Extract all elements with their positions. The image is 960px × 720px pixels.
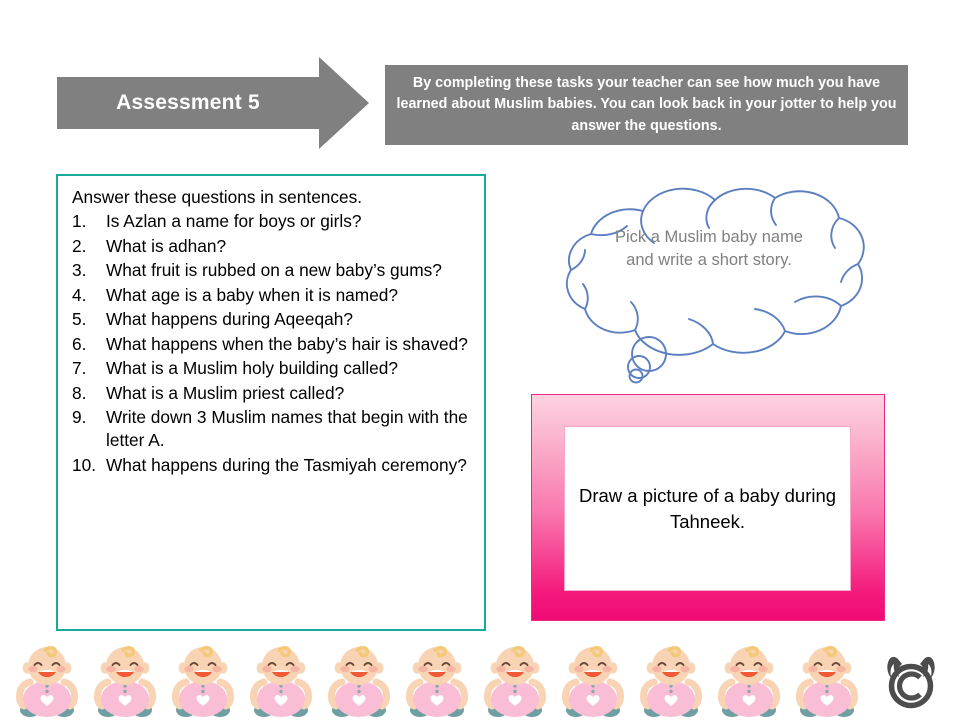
question-number: 10. bbox=[72, 454, 97, 475]
baby-figure-icon bbox=[796, 646, 858, 717]
baby-icon bbox=[790, 644, 864, 720]
questions-intro: Answer these questions in sentences. bbox=[72, 187, 363, 207]
question-item: 1. Is Azlan a name for boys or girls? bbox=[70, 210, 472, 233]
copyright-symbol-icon bbox=[887, 656, 935, 709]
questions-list: 1. Is Azlan a name for boys or girls? 2. Wh… bbox=[70, 210, 472, 477]
question-number: 2. bbox=[72, 235, 87, 256]
question-text: What is adhan? bbox=[106, 235, 227, 256]
baby-border-decoration bbox=[0, 644, 960, 720]
question-text: What fruit is rubbed on a new baby’s gum… bbox=[106, 260, 442, 280]
question-number: 8. bbox=[72, 382, 87, 403]
question-number: 4. bbox=[72, 284, 87, 305]
question-text: What happens when the baby’s hair is sha… bbox=[106, 333, 468, 354]
question-item: 3. What fruit is rubbed on a new baby’s g… bbox=[70, 259, 472, 282]
arrow-shape-icon bbox=[57, 57, 369, 149]
baby-figure-icon bbox=[406, 646, 468, 717]
question-item: 8. What is a Muslim priest called? bbox=[70, 382, 472, 405]
question-text: What happens during Aqeeqah? bbox=[106, 309, 353, 329]
draw-task-frame: Draw a picture of a baby during Tahneek. bbox=[531, 394, 885, 621]
baby-figure-icon bbox=[172, 646, 234, 717]
instruction-box: By completing these tasks your teacher c… bbox=[385, 65, 908, 145]
baby-icon bbox=[556, 644, 630, 720]
question-number: 5. bbox=[72, 309, 87, 329]
baby-figure-icon bbox=[250, 646, 312, 717]
baby-icon bbox=[634, 644, 708, 720]
question-item: 7. What is a Muslim holy building called? bbox=[70, 357, 472, 380]
baby-icon bbox=[712, 644, 786, 720]
question-item: 9. Write down 3 Muslim names that begin w… bbox=[70, 406, 472, 452]
question-text: What age is a baby when it is named? bbox=[106, 284, 399, 305]
thought-cloud-text: Pick a Muslim baby name and write a shor… bbox=[615, 228, 803, 270]
thought-cloud: Pick a Muslim baby name and write a shor… bbox=[523, 178, 905, 393]
thought-cloud-shape-icon bbox=[565, 187, 865, 384]
question-item: 10. What happens during the Tasmiyah cere… bbox=[70, 454, 472, 477]
question-text: Is Azlan a name for boys or girls? bbox=[106, 211, 362, 231]
question-text: What happens during the Tasmiyah ceremon… bbox=[106, 454, 467, 475]
question-number: 3. bbox=[72, 260, 87, 280]
baby-icon bbox=[88, 644, 162, 720]
question-item: 6. What happens when the baby’s hair is s… bbox=[70, 333, 472, 356]
copyright-icon bbox=[876, 650, 946, 712]
question-number: 1. bbox=[72, 211, 87, 231]
baby-figure-icon bbox=[328, 646, 390, 717]
question-text: What is a Muslim holy building called? bbox=[106, 358, 398, 378]
questions-panel: Answer these questions in sentences. 1. I… bbox=[56, 174, 486, 631]
instruction-text: By completing these tasks your teacher c… bbox=[396, 75, 897, 134]
question-item: 5. What happens during Aqeeqah? bbox=[70, 308, 472, 331]
draw-task-text: Draw a picture of a baby during Tahneek. bbox=[578, 484, 837, 532]
assessment-banner-arrow: Assessment 5 bbox=[57, 57, 369, 149]
question-item: 4. What age is a baby when it is named? bbox=[70, 284, 472, 307]
baby-icon bbox=[400, 644, 474, 720]
question-text: Write down 3 Muslim names that begin wit… bbox=[106, 407, 468, 450]
baby-icon bbox=[322, 644, 396, 720]
baby-icon bbox=[10, 644, 84, 720]
question-text: What is a Muslim priest called? bbox=[106, 382, 345, 403]
baby-figure-icon bbox=[640, 646, 702, 717]
baby-figure-icon bbox=[16, 646, 78, 717]
baby-figure-icon bbox=[94, 646, 156, 717]
page-title: Assessment 5 bbox=[116, 91, 260, 114]
baby-figure-icon bbox=[718, 646, 780, 717]
question-item: 2. What is adhan? bbox=[70, 235, 472, 258]
draw-task-canvas[interactable]: Draw a picture of a baby during Tahneek. bbox=[564, 426, 851, 591]
question-number: 6. bbox=[72, 333, 87, 354]
question-number: 7. bbox=[72, 358, 87, 378]
baby-icon bbox=[244, 644, 318, 720]
baby-figure-icon bbox=[562, 646, 624, 717]
baby-figure-icon bbox=[484, 646, 546, 717]
baby-icon bbox=[166, 644, 240, 720]
baby-icon bbox=[478, 644, 552, 720]
question-number: 9. bbox=[72, 407, 87, 427]
